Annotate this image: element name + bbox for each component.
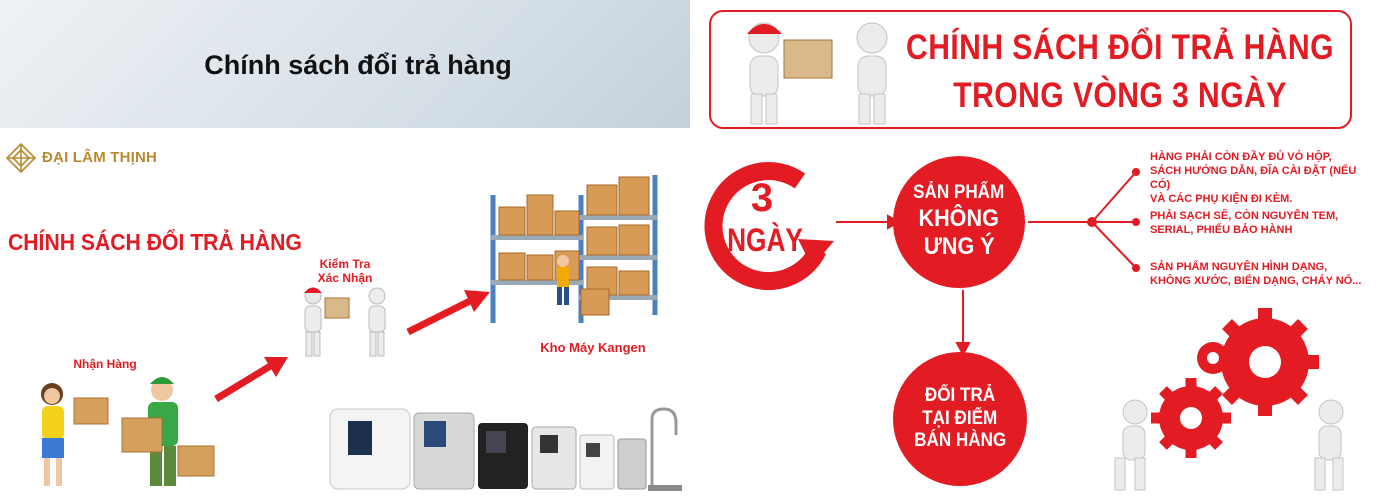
return-line-2: TẠI ĐIỂM xyxy=(922,407,998,429)
condition-line: Hàng phải còn đầy đủ vỏ hộp, xyxy=(1150,151,1332,163)
logo-text: ĐẠI LÂM THỊNH xyxy=(42,149,158,166)
days-number: 3 xyxy=(750,176,774,220)
cycle-arrow-icon xyxy=(700,155,840,295)
arrow-icon xyxy=(210,355,290,405)
product-line-2: KHÔNG xyxy=(918,204,1000,232)
days-word: NGÀY xyxy=(727,222,803,258)
banner-line-2: TRONG VÒNG 3 NGÀY xyxy=(953,76,1287,115)
banner-line-1: CHÍNH SÁCH ĐỔI TRẢ HÀNG xyxy=(906,28,1334,67)
receive-illustration xyxy=(30,372,220,492)
condition-line: không xước, biến dạng, cháy nổ... xyxy=(1150,275,1362,287)
step-receive-label: Nhận Hàng xyxy=(73,357,137,371)
step-check-label-2: Xác Nhận xyxy=(317,271,373,285)
condition-item: Sản phẩm nguyên hình dạng, không xước, b… xyxy=(1150,260,1378,288)
left-policy-title: CHÍNH SÁCH ĐỔI TRẢ HÀNG xyxy=(8,229,302,255)
condition-item: Phải sạch sẽ, còn nguyên tem, serial, ph… xyxy=(1150,209,1378,237)
header-band xyxy=(0,0,690,128)
check-illustration xyxy=(295,284,400,360)
flow-connectors xyxy=(830,150,1160,390)
product-not-satisfied-badge: SẢN PHẨM KHÔNG ƯNG Ý xyxy=(893,156,1025,288)
product-line-1: SẢN PHẨM xyxy=(913,182,1005,204)
condition-line: sách hướng dẫn, đĩa cài đặt (nếu có) xyxy=(1150,165,1357,191)
kangen-machines-image xyxy=(326,405,686,493)
return-line-3: BÁN HÀNG xyxy=(913,430,1007,452)
warehouse-illustration xyxy=(483,155,658,325)
step-check-label-1: Kiểm Tra xyxy=(319,257,371,271)
condition-line: serial, phiếu bảo hành xyxy=(1150,224,1293,236)
logo-icon xyxy=(5,142,37,174)
condition-line: và các phụ kiện đi kèm. xyxy=(1150,193,1293,205)
gears-illustration xyxy=(1095,300,1375,495)
arrow-icon xyxy=(402,288,492,338)
return-line-1: ĐỔI TRẢ xyxy=(924,385,996,407)
page-title: Chính sách đổi trả hàng xyxy=(204,50,512,80)
step-warehouse-label: Kho Máy Kangen xyxy=(540,340,646,355)
condition-item: Hàng phải còn đầy đủ vỏ hộp, sách hướng … xyxy=(1150,150,1378,206)
product-line-3: ƯNG Ý xyxy=(923,233,995,261)
condition-line: Sản phẩm nguyên hình dạng, xyxy=(1150,261,1328,273)
delivery-illustration xyxy=(722,16,902,126)
return-at-store-badge: ĐỔI TRẢ TẠI ĐIỂM BÁN HÀNG xyxy=(893,352,1027,486)
condition-line: Phải sạch sẽ, còn nguyên tem, xyxy=(1150,210,1339,222)
